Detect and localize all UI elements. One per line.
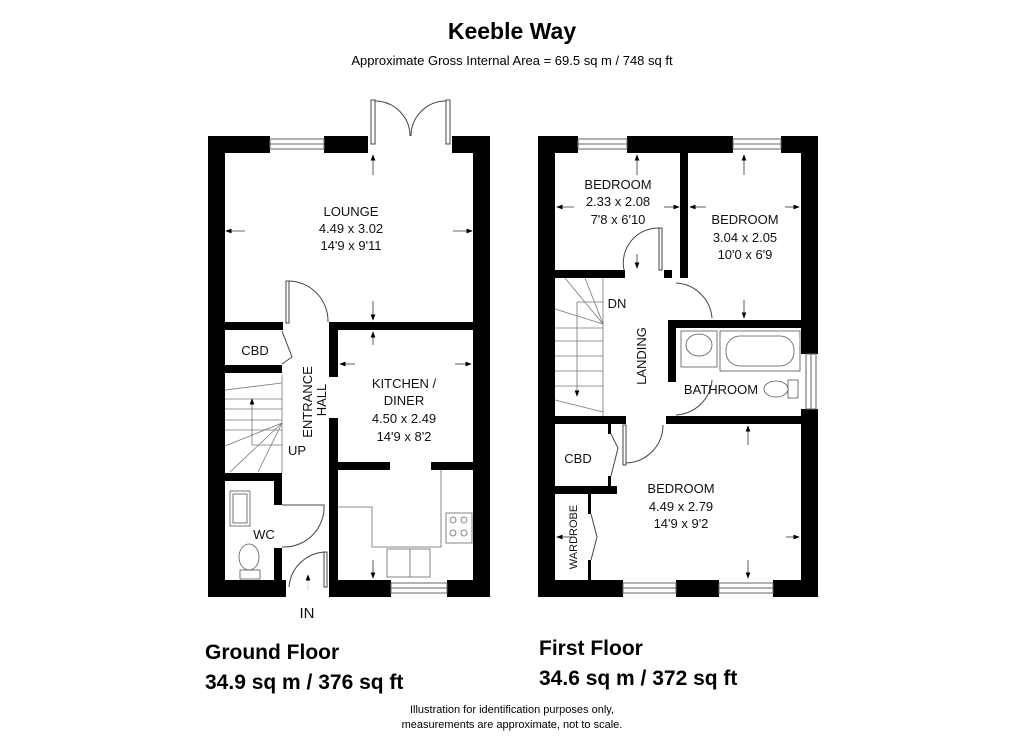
ground-cbd-label: CBD (241, 343, 268, 358)
bathroom-label: BATHROOM (684, 382, 758, 397)
ground-floor-area: 34.9 sq m / 376 sq ft (205, 671, 404, 694)
bedroom-small-imperial: 7'8 x 6'10 (591, 212, 646, 227)
first-floor-area: 34.6 sq m / 372 sq ft (539, 667, 738, 690)
wc-door (281, 504, 325, 548)
bedroom-mid-label: BEDROOM (711, 212, 778, 227)
ground-floor-name: Ground Floor (205, 641, 340, 664)
landing-label: LANDING (634, 327, 649, 385)
first-floor-doors (590, 227, 713, 561)
wc-label: WC (253, 527, 275, 542)
bedroom-mid-metric: 3.04 x 2.05 (713, 230, 777, 245)
bedroom-small-metric: 2.33 x 2.08 (586, 194, 650, 209)
kitchen-label-line1: KITCHEN / (372, 376, 437, 391)
cbd-door (281, 330, 293, 365)
bedroom-main-label: BEDROOM (647, 481, 714, 496)
bedroom-mid-imperial: 10'0 x 6'9 (718, 247, 773, 262)
kitchen-label-line2: DINER (384, 393, 424, 408)
property-title: Keeble Way (447, 18, 577, 44)
first-floor-windows (577, 138, 817, 594)
lounge-metric: 4.49 x 3.02 (319, 221, 383, 236)
kitchen-metric: 4.50 x 2.49 (372, 411, 436, 426)
front-door (288, 551, 328, 588)
disclaimer-line-2: measurements are approximate, not to sca… (401, 719, 623, 731)
ground-floor-summary: Ground Floor 34.9 sq m / 376 sq ft (205, 638, 403, 698)
stairs-down-label: DN (608, 296, 627, 311)
hall-label-line1: ENTRANCE (300, 366, 315, 438)
first-cbd-label: CBD (564, 451, 591, 466)
ground-stairs (224, 375, 283, 473)
first-floor-plan: BEDROOM 2.33 x 2.08 7'8 x 6'10 BEDROOM 3… (538, 136, 818, 597)
french-doors (370, 99, 451, 145)
hall-label-line2: HALL (314, 384, 329, 417)
wc-fixtures (229, 490, 261, 580)
entrance-label: IN (300, 605, 315, 622)
wardrobe-label: WARDROBE (568, 505, 580, 569)
bedroom-small-label: BEDROOM (584, 177, 651, 192)
bedroom-main-metric: 4.49 x 2.79 (649, 499, 713, 514)
gross-area-subtitle: Approximate Gross Internal Area = 69.5 s… (351, 53, 673, 68)
lounge-label: LOUNGE (324, 204, 379, 219)
bathroom-fixtures (680, 330, 801, 399)
bedroom-main-imperial: 14'9 x 9'2 (654, 516, 709, 531)
disclaimer: Illustration for identification purposes… (0, 703, 1024, 733)
first-floor-name: First Floor (539, 637, 643, 660)
ground-floor-walls (208, 136, 490, 597)
ground-dimension-arrows (225, 154, 473, 590)
first-floor-summary: First Floor 34.6 sq m / 372 sq ft (539, 634, 737, 694)
first-floor-walls (538, 136, 818, 597)
first-stairs (554, 277, 604, 416)
first-dimension-arrows (556, 154, 800, 579)
lounge-door (285, 280, 329, 324)
kitchen-units (338, 470, 473, 578)
lounge-imperial: 14'9 x 9'11 (320, 238, 381, 253)
disclaimer-line-1: Illustration for identification purposes… (409, 704, 614, 716)
ground-floor-windows (269, 138, 448, 594)
stairs-up-label: UP (288, 443, 306, 458)
ground-floor-plan: LOUNGE 4.49 x 3.02 14'9 x 9'11 KITCHEN /… (208, 99, 490, 622)
kitchen-imperial: 14'9 x 8'2 (377, 429, 432, 444)
